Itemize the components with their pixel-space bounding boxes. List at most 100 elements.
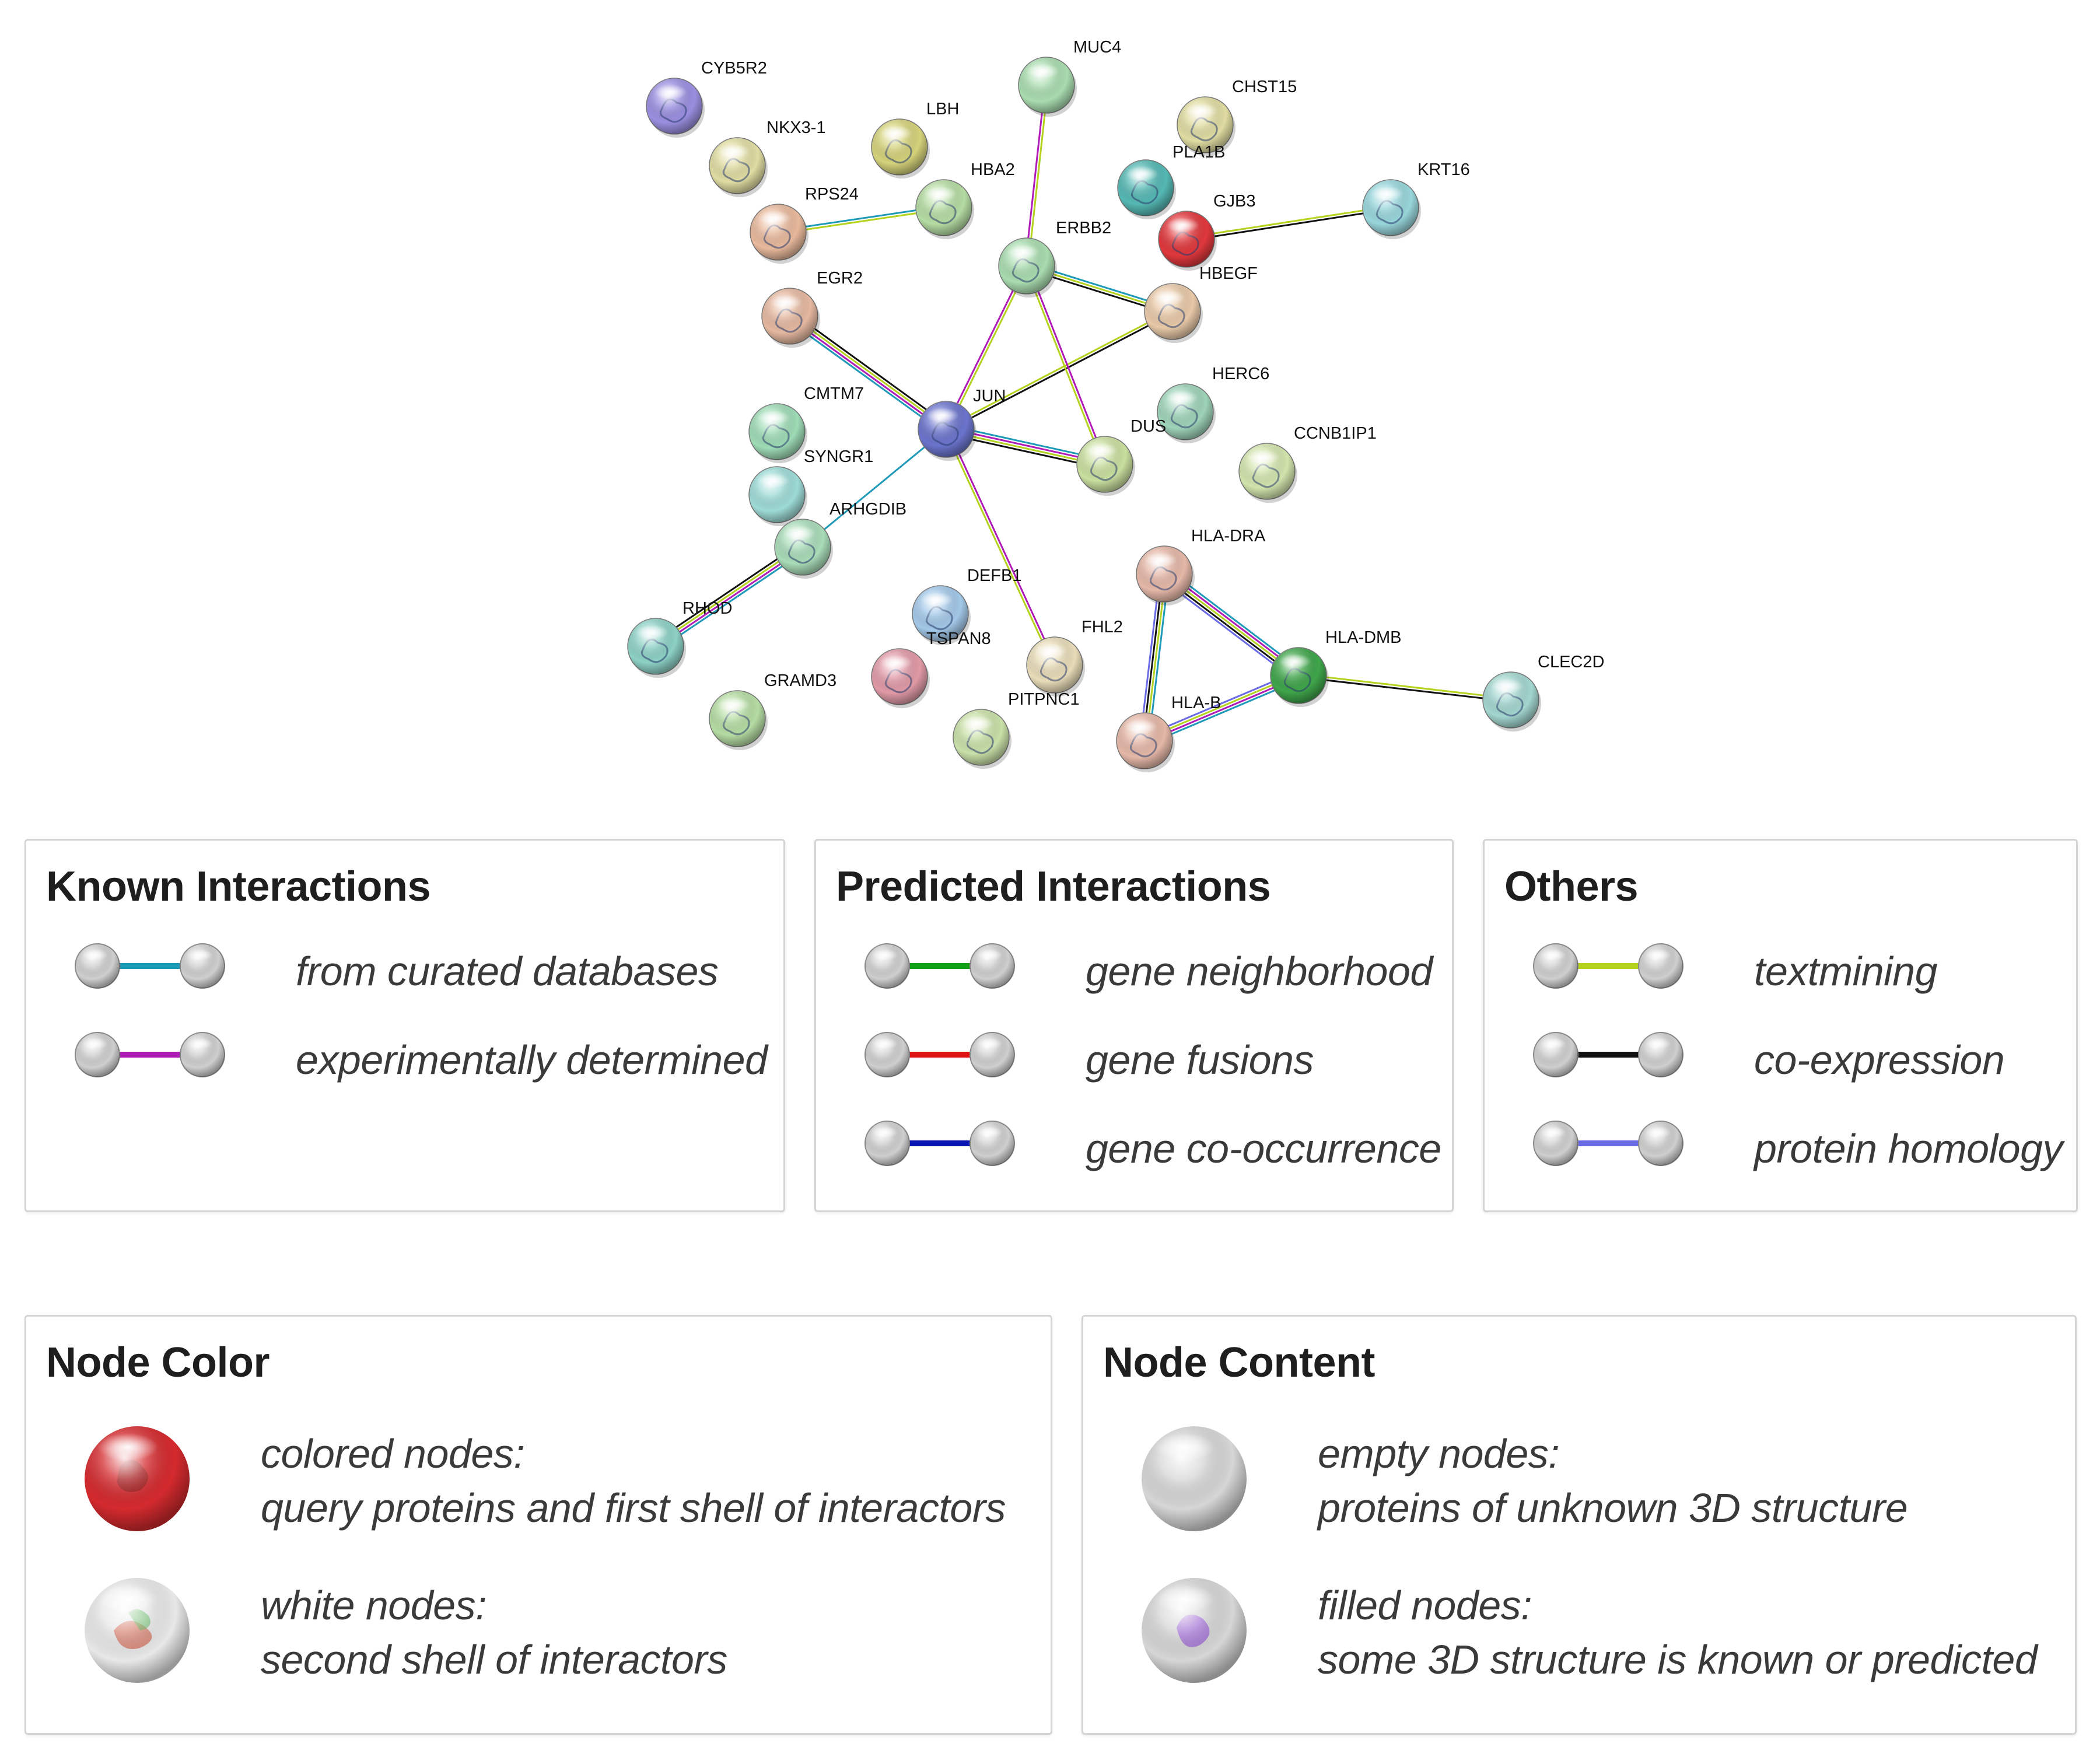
edge-swatch-cooccurrence bbox=[864, 1121, 1015, 1166]
node-label: CMTM7 bbox=[804, 384, 864, 403]
edge-JUN-FHL2 bbox=[944, 428, 1057, 666]
node-label: DUS bbox=[1130, 417, 1166, 436]
edge-line-textmining bbox=[945, 309, 1172, 429]
node-label: ERBB2 bbox=[1056, 219, 1111, 237]
edge-line-textmining bbox=[946, 266, 1029, 430]
edge-swatch-textmining bbox=[1533, 943, 1684, 989]
node-ARHGDIB[interactable]: ARHGDIB bbox=[774, 500, 907, 579]
node-label: GRAMD3 bbox=[764, 671, 836, 690]
edge-line-textmining bbox=[1186, 205, 1391, 239]
node-label: JUN bbox=[973, 387, 1006, 405]
edge-swatch-coexpression bbox=[1533, 1032, 1684, 1077]
node-CCNB1IP1[interactable]: CCNB1IP1 bbox=[1238, 424, 1377, 503]
edge-line-experimental bbox=[946, 428, 1057, 665]
node-label: HBEGF bbox=[1199, 264, 1258, 283]
node-label: DEFB1 bbox=[967, 566, 1021, 585]
node-HLA-DMB[interactable]: HLA-DMB bbox=[1270, 628, 1402, 707]
edge-GJB3-KRT16 bbox=[1186, 205, 1391, 242]
known-interactions-panel: Known Interactions from curated database… bbox=[24, 839, 785, 1212]
edge-line-experimental bbox=[1027, 265, 1107, 464]
node-FHL2[interactable]: FHL2 bbox=[1026, 618, 1123, 696]
node-LBH[interactable]: LBH bbox=[871, 100, 959, 178]
node-label: FHL2 bbox=[1082, 618, 1123, 636]
node-HBA2[interactable]: HBA2 bbox=[915, 160, 1015, 239]
edge-ERBB2-MUC4 bbox=[1024, 85, 1049, 267]
predicted-interactions-title: Predicted Interactions bbox=[836, 863, 1271, 910]
node-PITPNC1[interactable]: PITPNC1 bbox=[953, 690, 1079, 769]
white-nodes-description: second shell of interactors bbox=[261, 1637, 727, 1682]
node-label: PITPNC1 bbox=[1008, 690, 1079, 709]
node-label: LBH bbox=[926, 100, 959, 118]
edge-JUN-ERBB2 bbox=[944, 265, 1029, 430]
edge-line-curated bbox=[1167, 568, 1303, 672]
node-label: NKX3-1 bbox=[766, 118, 826, 137]
node-label: CCNB1IP1 bbox=[1294, 424, 1377, 443]
node-color-title: Node Color bbox=[46, 1339, 270, 1386]
edge-line-textmining bbox=[1298, 673, 1511, 700]
empty-nodes-description: proteins of unknown 3D structure bbox=[1318, 1485, 1908, 1531]
legend-label-homology: protein homology bbox=[1754, 1126, 2063, 1171]
node-RHOD[interactable]: RHOD bbox=[627, 599, 732, 678]
node-RPS24[interactable]: RPS24 bbox=[750, 185, 859, 264]
colored-node-swatch bbox=[85, 1426, 190, 1531]
node-HLA-B[interactable]: HLA-B bbox=[1116, 694, 1221, 772]
node-HBEGF[interactable]: HBEGF bbox=[1144, 264, 1258, 343]
node-JUN[interactable]: JUN bbox=[918, 387, 1006, 461]
edge-line-experimental bbox=[1024, 85, 1046, 266]
node-NKX3-1[interactable]: NKX3-1 bbox=[709, 118, 826, 197]
node-TSPAN8[interactable]: TSPAN8 bbox=[871, 629, 991, 708]
node-HERC6[interactable]: HERC6 bbox=[1157, 365, 1269, 443]
edge-line-experimental bbox=[788, 316, 946, 432]
node-label: HERC6 bbox=[1212, 365, 1269, 383]
edge-line-textmining bbox=[790, 314, 948, 429]
node-label: EGR2 bbox=[817, 269, 863, 288]
node-CYB5R2[interactable]: CYB5R2 bbox=[646, 59, 767, 138]
node-label: ARHGDIB bbox=[830, 500, 907, 519]
edge-line-experimental bbox=[944, 265, 1027, 429]
node-HLA-DRA[interactable]: HLA-DRA bbox=[1136, 527, 1266, 606]
node-CMTM7[interactable]: CMTM7 bbox=[748, 384, 864, 463]
predicted-interactions-panel: Predicted Interactions gene neighborhood… bbox=[814, 839, 1454, 1212]
others-title: Others bbox=[1504, 863, 1639, 910]
edge-line-curated bbox=[802, 428, 947, 548]
legend-filled-nodes: filled nodes: some 3D structure is known… bbox=[1136, 1572, 2069, 1689]
legend-item-fusion: gene fusions bbox=[864, 1023, 1441, 1087]
edge-swatch-experimental bbox=[75, 1032, 225, 1077]
node-GJB3[interactable]: GJB3 bbox=[1158, 192, 1256, 271]
node-EGR2[interactable]: EGR2 bbox=[761, 269, 863, 348]
legend-label-cooccurrence: gene co-occurrence bbox=[1086, 1126, 1441, 1171]
node-PLA1B[interactable]: PLA1B bbox=[1117, 143, 1225, 219]
edge-line-curated bbox=[657, 550, 806, 651]
node-SYNGR1[interactable]: SYNGR1 bbox=[748, 447, 873, 526]
node-DEFB1[interactable]: DEFB1 bbox=[912, 566, 1021, 645]
colored-nodes-description: query proteins and first shell of intera… bbox=[261, 1485, 1006, 1531]
node-label: CYB5R2 bbox=[701, 59, 767, 78]
node-ERBB2[interactable]: ERBB2 bbox=[998, 219, 1111, 298]
node-label: HLA-DRA bbox=[1191, 527, 1266, 545]
edge-line-coexpression bbox=[652, 542, 801, 644]
edge-line-coexpression bbox=[792, 312, 950, 427]
legend-label-textmining: textmining bbox=[1754, 949, 1938, 994]
node-KRT16[interactable]: KRT16 bbox=[1362, 160, 1470, 239]
edge-ARHGDIB-RHOD bbox=[652, 542, 806, 651]
node-CHST15[interactable]: CHST15 bbox=[1177, 78, 1297, 156]
filled-nodes-description: some 3D structure is known or predicted bbox=[1318, 1637, 2038, 1682]
node-DUSP[interactable]: DUS bbox=[1076, 417, 1166, 496]
empty-node-swatch bbox=[1142, 1426, 1247, 1531]
edge-line-textmining bbox=[1024, 266, 1105, 466]
node-label: TSPAN8 bbox=[926, 629, 991, 648]
node-MUC4[interactable]: MUC4 bbox=[1018, 38, 1121, 117]
edge-JUN-HBEGF bbox=[945, 309, 1174, 432]
node-content-panel: Node Content empty nodes: proteins of un… bbox=[1082, 1315, 2077, 1735]
node-label: GJB3 bbox=[1213, 192, 1256, 211]
node-label: HBA2 bbox=[971, 160, 1015, 179]
known-interactions-title: Known Interactions bbox=[46, 863, 431, 910]
node-CLEC2D[interactable]: CLEC2D bbox=[1482, 653, 1604, 732]
edge-line-coexpression bbox=[946, 312, 1174, 432]
node-content-title: Node Content bbox=[1103, 1339, 1375, 1386]
filled-node-swatch bbox=[1142, 1578, 1247, 1683]
node-GRAMD3[interactable]: GRAMD3 bbox=[709, 671, 836, 750]
edge-line-textmining bbox=[944, 429, 1055, 666]
